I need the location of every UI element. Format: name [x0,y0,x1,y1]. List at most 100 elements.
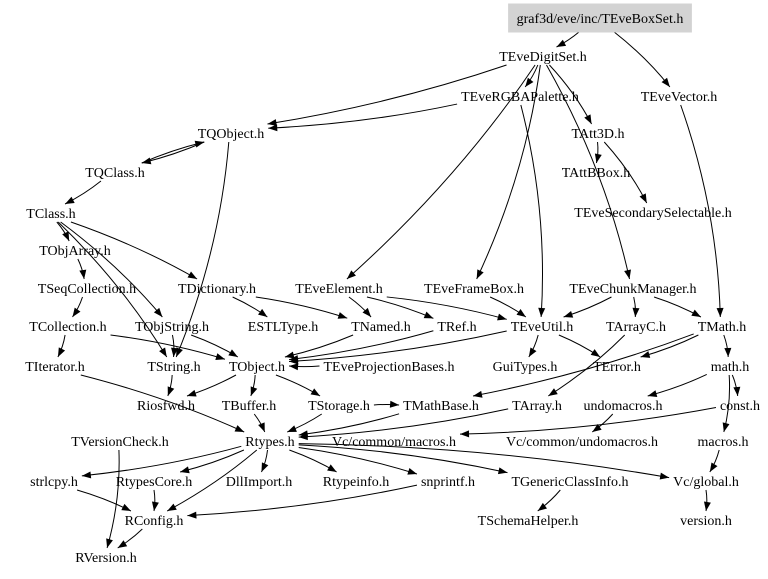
graph-node[interactable]: TVersionCheck.h [71,435,169,450]
node-label: TIterator.h [25,360,84,375]
graph-node[interactable]: TRef.h [437,320,476,335]
nodes-layer: graf3d/eve/inc/TEveBoxSet.hTEveDigitSet.… [25,3,760,566]
graph-node[interactable]: Rtypes.h [245,435,294,450]
graph-node[interactable]: RConfig.h [125,514,184,529]
node-label: Rtypeinfo.h [323,475,390,490]
graph-node[interactable]: TObject.h [229,360,285,375]
arrowhead-icon [563,310,574,318]
graph-node[interactable]: TCollection.h [29,320,106,335]
arrowhead-icon [647,390,658,398]
graph-node[interactable]: RtypesCore.h [116,475,193,490]
arrowhead-icon [267,119,277,127]
graph-node[interactable]: TEveChunkManager.h [569,282,696,297]
arrowhead-icon [234,425,245,432]
node-label: TEveRGBAPalette.h [461,90,579,105]
graph-node[interactable]: TEveSecondarySelectable.h [574,206,731,221]
graph-node[interactable]: TSchemaHelper.h [478,514,579,529]
graph-node[interactable]: TDictionary.h [178,282,256,297]
graph-node[interactable]: TArrayC.h [606,320,666,335]
graph-node[interactable]: TAttBBox.h [562,166,631,181]
arrowhead-icon [187,389,197,397]
graph-node[interactable]: TEveDigitSet.h [499,50,587,65]
dependency-edge [298,408,509,438]
graph-node[interactable]: const.h [720,399,760,414]
graph-node[interactable]: TBuffer.h [222,399,277,414]
arrowhead-icon [194,140,205,148]
arrowhead-icon [590,349,601,357]
graph-node[interactable]: TObjString.h [135,320,209,335]
graph-node[interactable]: Rtypeinfo.h [323,475,390,490]
graph-node[interactable]: TStorage.h [308,399,370,414]
graph-node[interactable]: TEveProjectionBases.h [323,360,454,375]
graph-node[interactable]: TError.h [593,360,641,375]
graph-node[interactable]: TEveVector.h [641,90,718,105]
arrowhead-icon [187,511,197,519]
graph-node[interactable]: TIterator.h [25,360,84,375]
graph-node[interactable]: TEveRGBAPalette.h [461,90,579,105]
graph-node[interactable]: undomacros.h [584,399,663,414]
graph-node[interactable]: Vc/global.h [673,475,739,490]
arrowhead-icon [151,501,159,511]
graph-node[interactable]: TGenericClassInfo.h [511,475,628,490]
node-label: TArrayC.h [606,320,666,335]
graph-node[interactable]: TQClass.h [85,166,145,181]
graph-node[interactable]: TArray.h [512,399,562,414]
graph-node[interactable]: TObjArray.h [39,244,111,259]
root-node[interactable]: graf3d/eve/inc/TEveBoxSet.h [508,3,692,33]
node-label: ESTLType.h [248,320,318,335]
graph-node[interactable]: TQObject.h [198,127,264,142]
dependency-edge [187,484,418,517]
arrowhead-icon [733,386,741,396]
graph-node[interactable]: math.h [711,360,750,375]
graph-node[interactable]: Vc/common/macros.h [332,435,456,450]
node-label: Vc/common/macros.h [332,435,456,450]
arrowhead-icon [268,124,278,132]
graph-node[interactable]: TEveUtil.h [511,320,574,335]
graph-node[interactable]: snprintf.h [421,475,475,490]
graph-node[interactable]: ESTLType.h [248,320,318,335]
arrowhead-icon [724,347,732,357]
graph-node[interactable]: TEveFrameBox.h [424,282,524,297]
arrowhead-icon [624,269,631,279]
arrowhead-icon [121,503,131,511]
dependency-edge [460,407,717,435]
dependency-edge [647,374,707,397]
dependency-edge [346,64,536,280]
arrowhead-icon [516,308,526,317]
graph-node[interactable]: TClass.h [26,207,75,222]
graph-node[interactable]: TNamed.h [351,320,410,335]
arrowhead-icon [167,503,177,511]
arrowhead-icon [289,363,299,371]
node-label: TQClass.h [85,166,145,181]
arrowhead-icon [153,307,163,317]
graph-node[interactable]: TMathBase.h [403,399,479,414]
graph-node[interactable]: strlcpy.h [30,475,78,490]
dependency-edge [298,443,670,479]
graph-node[interactable]: TSeqCollection.h [38,282,136,297]
graph-node[interactable]: Riosfwd.h [137,399,195,414]
graph-node[interactable]: macros.h [698,435,749,450]
root-node-box [508,3,692,33]
arrowhead-icon [117,540,128,548]
graph-node[interactable]: TAtt3D.h [572,127,625,142]
arrowhead-icon [258,308,268,317]
node-label: TEveFrameBox.h [424,282,524,297]
graph-node[interactable]: Vc/common/undomacros.h [506,435,658,450]
node-label: TDictionary.h [178,282,256,297]
node-label: snprintf.h [421,475,475,490]
graph-node[interactable]: GuiTypes.h [493,360,558,375]
arrowhead-icon [476,269,484,279]
graph-node[interactable]: TString.h [147,360,200,375]
graph-node[interactable]: TEveElement.h [295,282,382,297]
arrowhead-icon [497,467,508,475]
node-label: GuiTypes.h [493,360,558,375]
graph-node[interactable]: version.h [680,514,732,529]
graph-node[interactable]: TMath.h [698,320,747,335]
dependency-edge [255,296,348,319]
dependency-edge [70,221,198,280]
arrowhead-icon [106,538,113,548]
dependency-edge [548,334,626,397]
graph-node[interactable]: RVersion.h [75,551,137,566]
dependency-edge [298,446,418,475]
graph-node[interactable]: DllImport.h [226,475,293,490]
